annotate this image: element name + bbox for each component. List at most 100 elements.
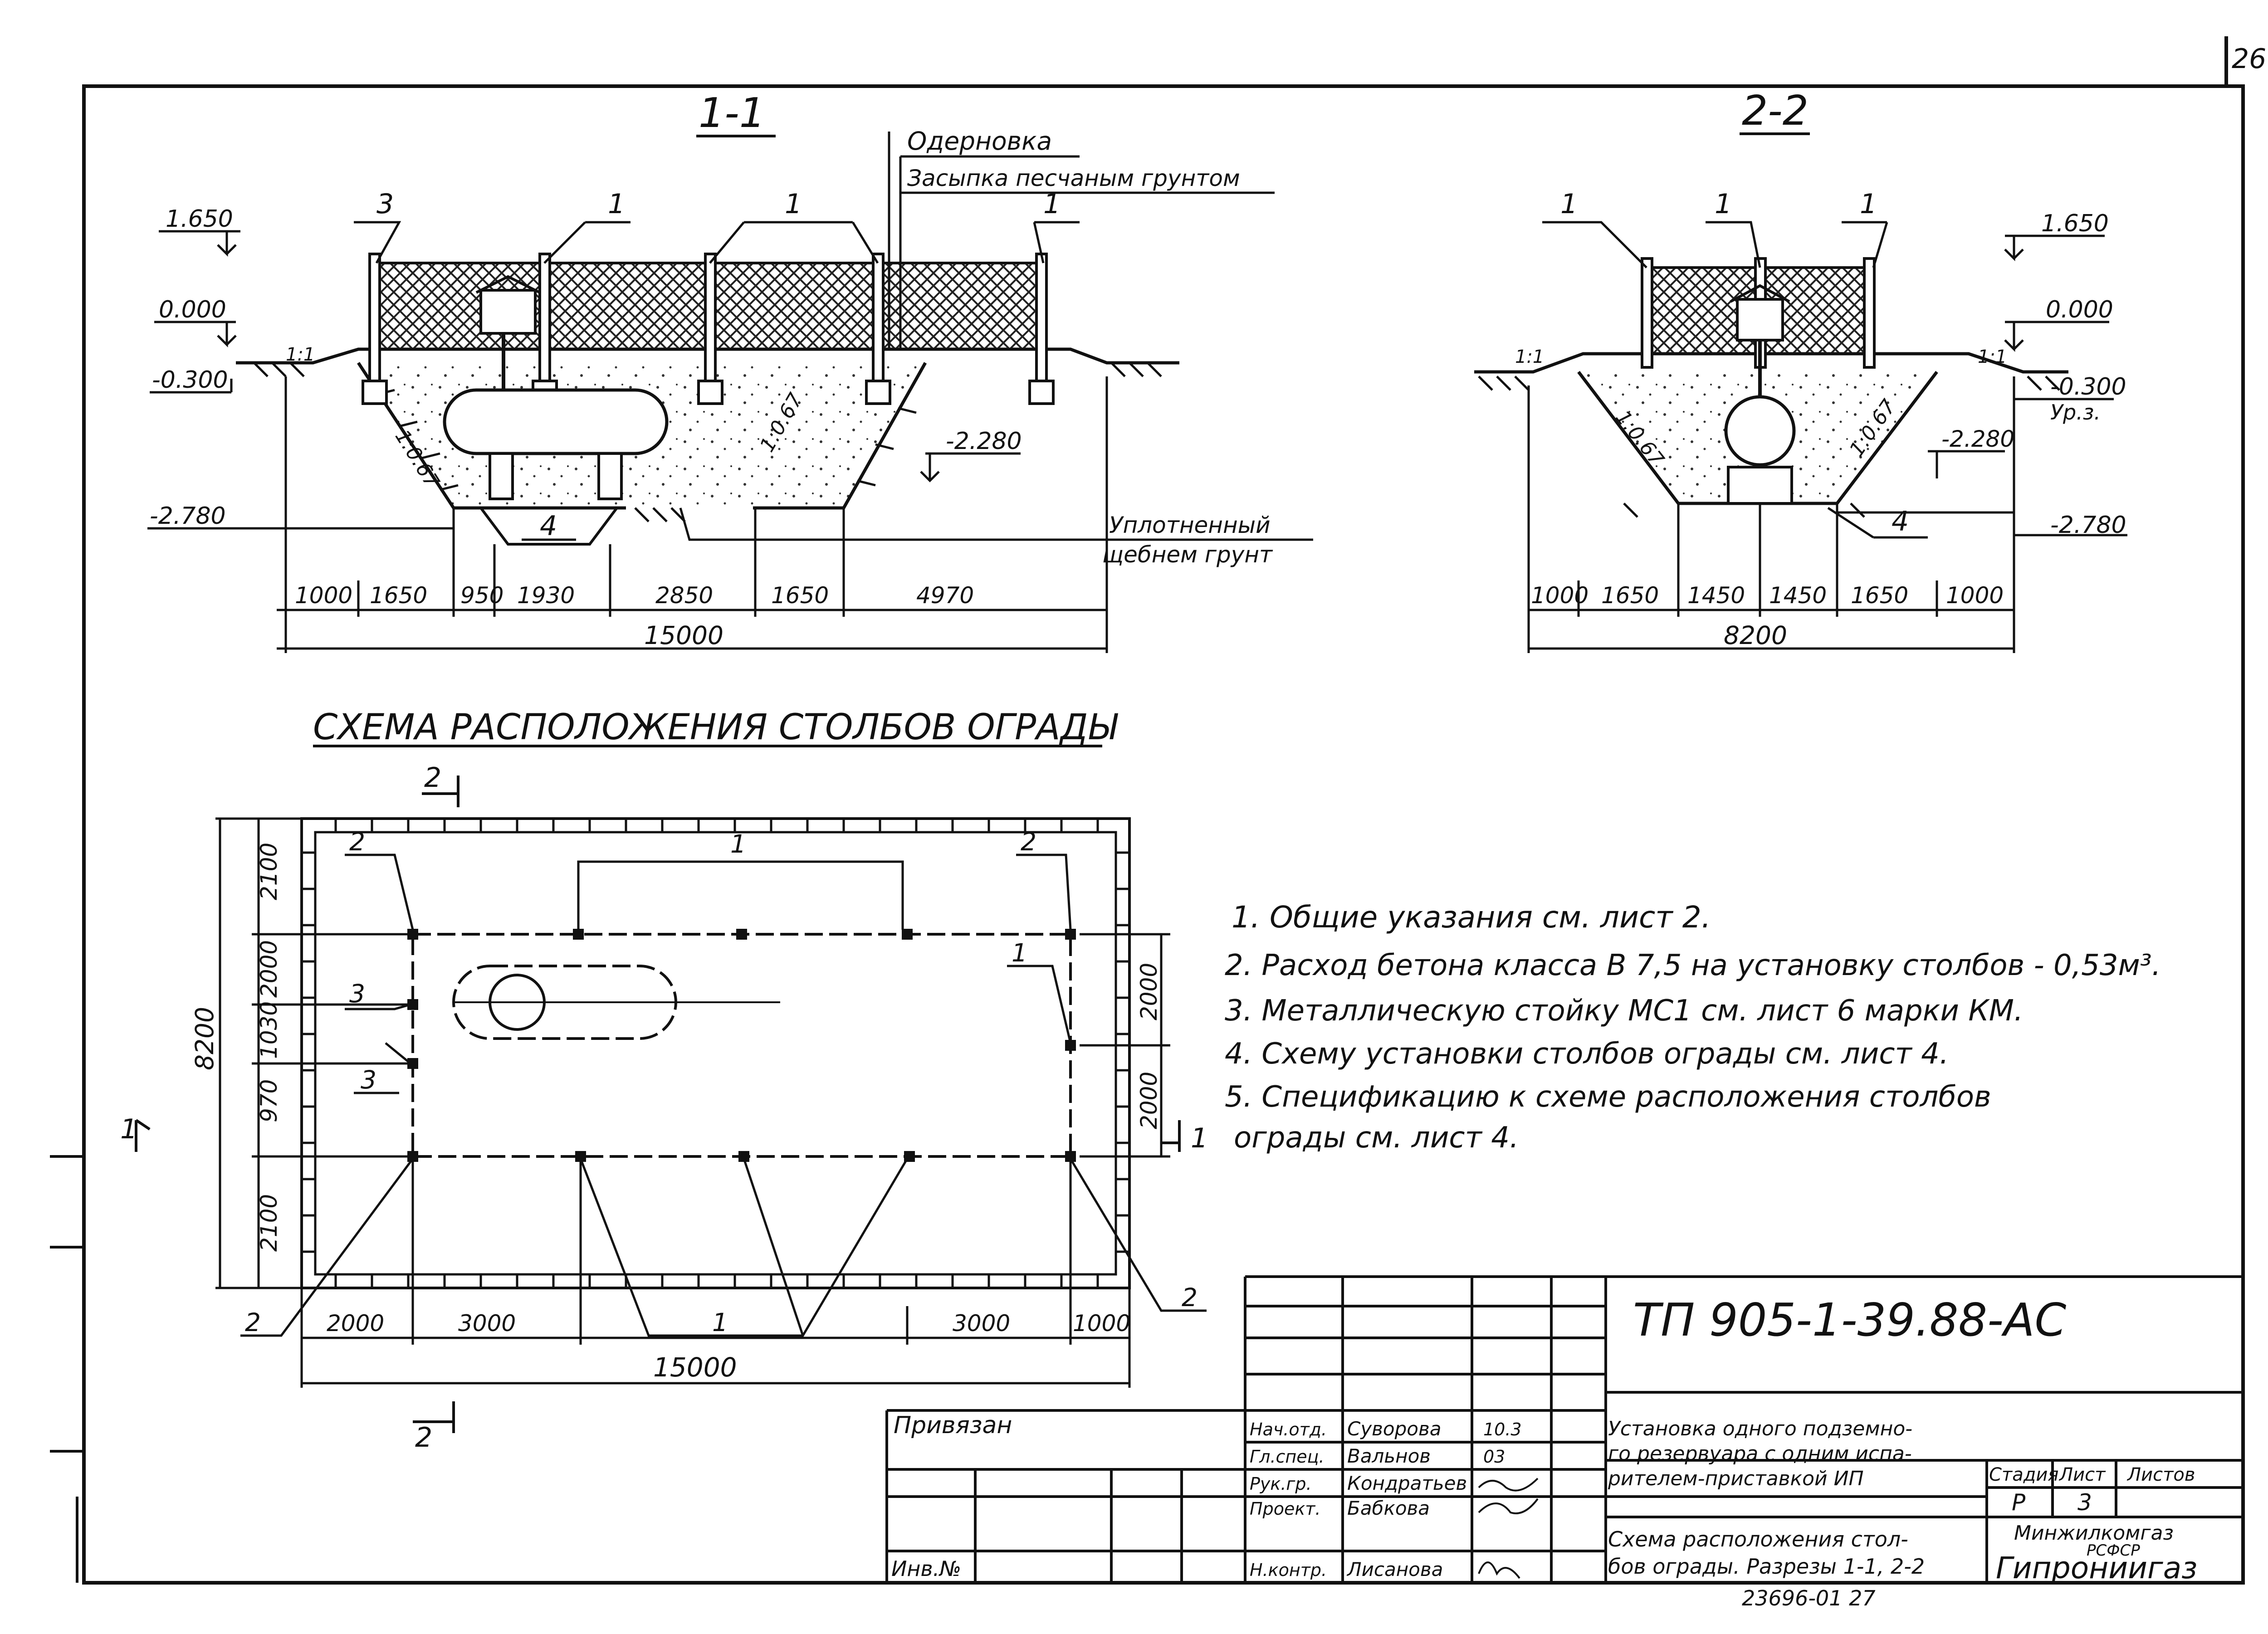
elev22-0000-line [2004,321,2109,352]
label-sand: Засыпка песчаным грунтом [907,165,1240,191]
label-compacted-leader [679,507,1313,541]
name-1: Вальнов [1347,1445,1431,1467]
label-compacted-2: щебнем грунт [1102,541,1273,568]
name-3: Бабкова [1347,1497,1430,1519]
callout-1c-leader [1033,221,1080,263]
plan-section-mark-2-bottom-line [413,1401,455,1433]
section-1-1-title: 1-1 [699,89,765,137]
slope-hatch-right-1-1 [857,407,917,487]
plan-right-dim-2000a: 2000 [1136,963,1162,1020]
role-0: Нач.отд. [1250,1419,1327,1439]
tank-support-left [489,452,514,500]
cap-roof-2-2 [1730,284,1790,303]
dim22-1650a: 1650 [1601,582,1659,609]
ground-hatch-2-2 [1478,376,2060,518]
callout22-4: 4 [1892,506,1909,537]
plan-bottom-dim-3000a: 3000 [458,1310,516,1336]
elev-m0300-line [150,379,233,394]
dim22-1650b: 1650 [1851,582,1908,609]
fence-post [1641,257,1653,369]
plan-bottom-dim-2000: 2000 [327,1310,384,1336]
plan-callout-1-bottom: 1 [712,1308,728,1337]
sheet-value: 3 [2077,1489,2092,1516]
plan-boundary-hatch [302,819,1129,1288]
post-foundation [362,380,388,405]
plan-callout-2-br: 2 [1182,1283,1198,1312]
fence-post [538,253,551,396]
plan-section-mark-2-top: 2 [424,762,441,794]
plan-bottom-dim-3000b: 3000 [953,1310,1010,1336]
fence-post [1035,253,1048,396]
elev22-0000: 0.000 [2046,296,2113,323]
elev22-ur-z: Ур.з. [2050,400,2101,424]
doc-code: ТП 905-1-39.88-АС [1633,1293,2066,1346]
sheets-header: Листов [2126,1464,2195,1485]
plan-outer-boundary [300,817,1131,1289]
callout22-1c-leader [1842,221,1888,268]
dim22-1450a: 1450 [1687,582,1745,609]
dim22-1450b: 1450 [1769,582,1827,609]
role-1: Гл.спец. [1250,1447,1325,1467]
bound-label: Привязан [894,1412,1012,1439]
plan-callout-3a: 3 [349,979,365,1008]
callout22-1b: 1 [1715,188,1732,220]
dim22-ticks [1527,385,2015,653]
elev-1650-line [159,230,240,257]
plan-posts [407,929,1076,1162]
plan-left-dim-2000: 2000 [256,940,282,998]
stage-header: Стадия [1989,1464,2058,1485]
callout22-1b-leader [1706,221,1761,268]
plan-post [1065,929,1076,940]
callout-3-leader [354,221,401,264]
callout-1a: 1 [608,188,625,220]
plan-post [902,929,913,940]
post-foundation [865,380,891,405]
title-block-grid [885,1275,2243,1583]
label-compacted: Уплотненный [1109,512,1271,538]
plan-right-ticks [1080,933,1170,1158]
org-line3: Гипрониигаз [1996,1551,2197,1585]
tank-support-right [597,452,623,500]
pit-outline-1-1 [479,507,618,546]
plan-section-mark-1-left-line [135,1119,151,1152]
sheet-header: Лист [2058,1464,2106,1485]
cap-housing-2-2 [1736,298,1784,341]
elev-m2280-line [920,452,1021,483]
dim-1650: 1650 [370,582,427,609]
slope22-1-1-right: 1:1 [1978,346,2007,367]
elev22-1650: 1.650 [2041,210,2109,237]
note-4: 4. Схему установки столбов ограды см. ли… [1225,1037,1949,1071]
plan-callout-2-tl-leader [345,854,414,930]
desc2-line2: бов ограды. Разрезы 1-1, 2-2 [1608,1554,1925,1579]
sheet-frame [82,84,2245,1585]
dim-4970: 4970 [916,582,974,609]
slope-1-1-a: 1:1 [286,344,315,365]
note-5: 5. Спецификацию к схеме расположения сто… [1225,1080,1991,1114]
callout22-4-leader [1827,507,1928,539]
plan-title: СХЕМА РАСПОЛОЖЕНИЯ СТОЛБОВ ОГРАДЫ [313,707,1118,748]
plan-section-mark-1-left: 1 [120,1113,137,1145]
elev-0000-line [154,321,237,348]
desc1-line2: го резервуара с одним испа- [1608,1442,1912,1465]
fence-post [368,253,381,396]
ground-hatch-1-1 [253,362,1162,522]
callout-1b: 1 [785,188,802,220]
plan-left-ticks [215,817,408,1289]
plan-inner-boundary [314,831,1117,1276]
elev-m2780: -2.780 [150,502,226,530]
name-4: Лисанова [1346,1558,1443,1580]
plan-section-mark-2-top-line [422,776,459,807]
callout-3: 3 [376,188,394,220]
margin-marks [50,1155,84,1583]
callout22-1a-leader [1542,221,1647,268]
tank-1-1 [443,388,669,455]
elev-m2280: -2.280 [946,428,1022,455]
plan-section-mark-1-right-line [1161,1120,1181,1152]
dim22-1000b: 1000 [1946,582,2004,609]
dim-ticks-1-1 [284,376,1108,653]
signatures [1478,1478,1539,1579]
plan-callout-3b: 3 [361,1065,376,1094]
plan-callout-2-tl: 2 [349,827,365,856]
callout-4: 4 [540,510,557,542]
org-line1: Минжилкомгаз [2014,1522,2174,1545]
